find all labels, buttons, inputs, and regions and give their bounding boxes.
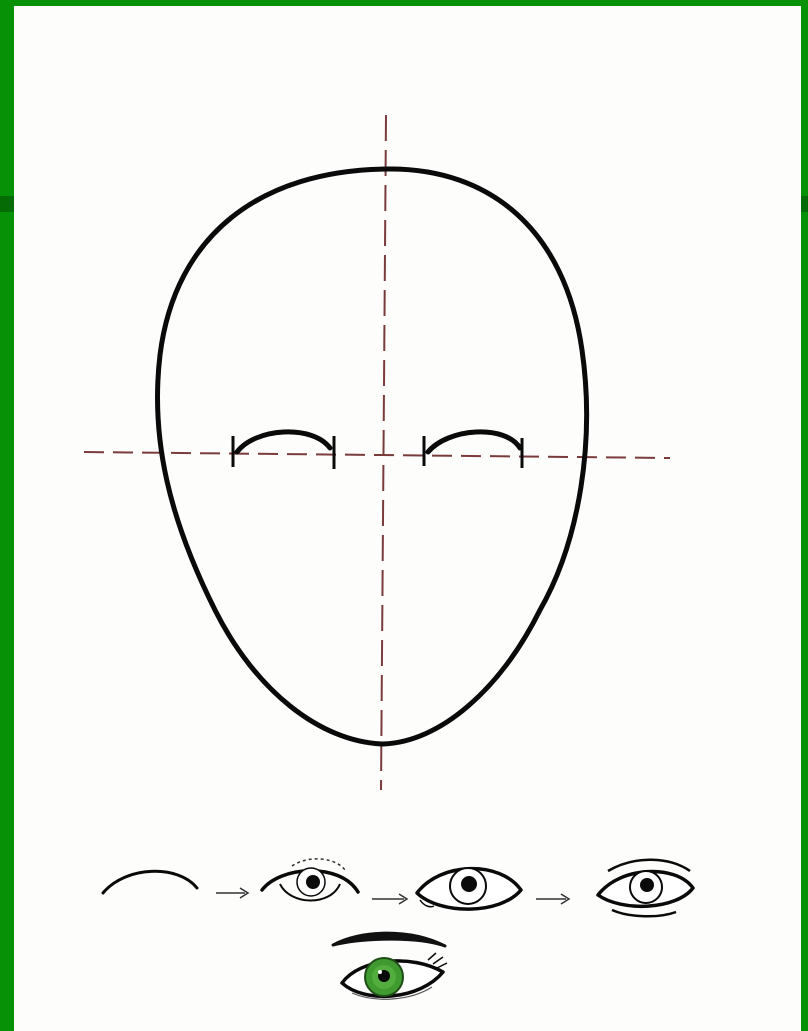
right-arrow-icon [372,894,407,904]
vertical-guide-line [381,115,386,790]
eye-step-2 [262,859,358,901]
right-eye-placeholder [424,432,522,468]
colored-eye-icon [333,933,447,999]
eye-step-1-arc [103,871,197,893]
right-arrow-icon [216,888,248,898]
horizontal-guide-line [84,452,670,458]
eye-step-4 [598,860,693,917]
left-eye-placeholder [233,432,334,469]
right-arrow-icon [536,894,569,904]
eye-step-3 [417,868,521,909]
eyebrow [333,933,445,946]
